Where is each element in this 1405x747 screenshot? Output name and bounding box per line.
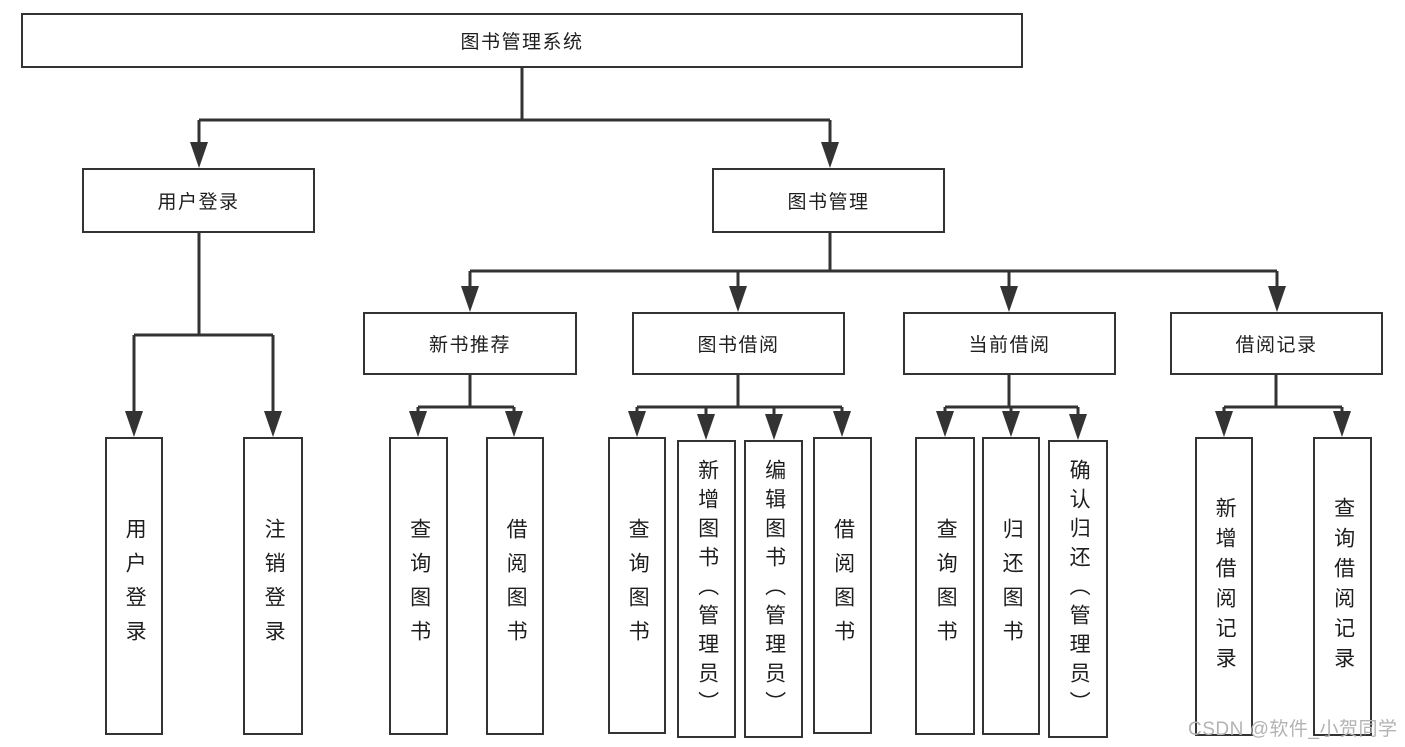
node-label: 用户登录 <box>157 192 240 213</box>
leaf-confirm-return-admin: 确认归还（管理员） <box>1048 440 1108 738</box>
leaf-borrow-books: 借阅图书 <box>813 437 872 734</box>
leaf-add-borrow-record: 新增借阅记录 <box>1195 437 1253 736</box>
arrow-icon <box>190 142 208 168</box>
arrow-icon <box>821 142 839 168</box>
node-label: 查询图书 <box>407 518 431 654</box>
arrow-icon <box>1215 411 1233 437</box>
leaf-user-login: 用户登录 <box>105 437 163 735</box>
node-label: 当前借阅 <box>968 335 1051 356</box>
node-label: 图书借阅 <box>697 335 780 356</box>
node-label: 借阅图书 <box>831 517 855 654</box>
node-book-borrowing: 图书借阅 <box>632 312 845 375</box>
leaf-edit-books-admin: 编辑图书（管理员） <box>744 440 803 738</box>
arrow-icon <box>125 411 143 437</box>
leaf-add-books-admin: 新增图书（管理员） <box>677 440 736 738</box>
arrow-icon <box>697 414 715 440</box>
arrow-icon <box>833 411 851 437</box>
leaf-query-books-recommend: 查询图书 <box>389 437 448 735</box>
arrow-icon <box>628 411 646 437</box>
arrow-icon <box>1000 286 1018 312</box>
arrow-icon <box>936 411 954 437</box>
node-label: 借阅图书 <box>504 518 528 654</box>
leaf-query-books-borrowing: 查询图书 <box>608 437 666 734</box>
node-label: 图书管理 <box>787 192 870 213</box>
node-label: 用户登录 <box>123 518 147 654</box>
node-label: 确认归还（管理员） <box>1067 458 1091 720</box>
node-label: 查询图书 <box>934 518 958 654</box>
arrow-icon <box>1268 286 1286 312</box>
node-current-borrowing: 当前借阅 <box>903 312 1116 375</box>
node-label: 查询借阅记录 <box>1331 496 1355 677</box>
node-library-management-system: 图书管理系统 <box>21 13 1023 68</box>
arrow-icon <box>505 411 523 437</box>
leaf-logout: 注销登录 <box>243 437 303 735</box>
node-book-management: 图书管理 <box>712 168 945 233</box>
leaf-query-books-current: 查询图书 <box>915 437 975 735</box>
node-label: 借阅记录 <box>1235 335 1318 356</box>
arrowheads <box>125 142 1351 440</box>
node-label: 新书推荐 <box>428 335 511 356</box>
node-label: 归还图书 <box>1000 518 1024 654</box>
arrow-icon <box>409 411 427 437</box>
node-label: 注销登录 <box>262 518 286 654</box>
arrow-icon <box>1002 411 1020 437</box>
leaf-borrow-books-recommend: 借阅图书 <box>486 437 544 735</box>
node-new-book-recommend: 新书推荐 <box>363 312 577 375</box>
arrow-icon <box>729 286 747 312</box>
arrow-icon <box>264 411 282 437</box>
arrow-icon <box>461 286 479 312</box>
arrow-icon <box>1333 411 1351 437</box>
node-label: 查询图书 <box>626 517 650 654</box>
arrow-icon <box>1069 414 1087 440</box>
node-label: 新增借阅记录 <box>1213 496 1237 677</box>
node-label: 编辑图书（管理员） <box>762 458 786 720</box>
csdn-watermark: CSDN @软件_小贺同学 <box>1188 719 1398 740</box>
leaf-query-borrow-record: 查询借阅记录 <box>1313 437 1372 736</box>
node-label: 图书管理系统 <box>460 32 584 53</box>
node-label: 新增图书（管理员） <box>695 458 719 720</box>
arrow-icon <box>765 414 783 440</box>
leaf-return-books: 归还图书 <box>982 437 1040 735</box>
connector-paths <box>132 68 1344 417</box>
node-borrowing-records: 借阅记录 <box>1170 312 1383 375</box>
node-user-login: 用户登录 <box>82 168 315 233</box>
